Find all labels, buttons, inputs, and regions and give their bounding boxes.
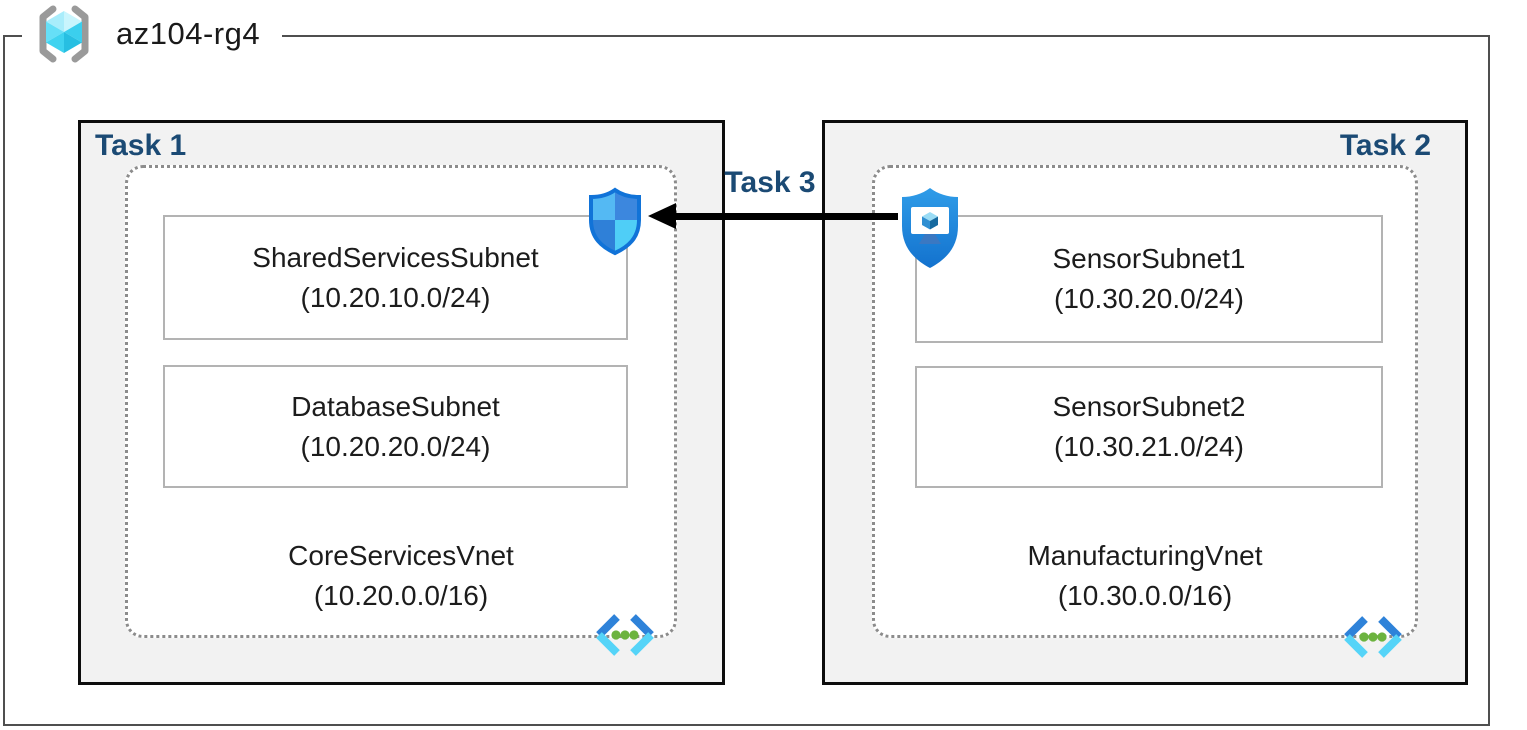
- resource-group-frame: [3, 35, 1490, 726]
- resource-group-icon: [39, 5, 89, 63]
- task3-label: Task 3: [724, 166, 816, 199]
- vnet-name: CoreServicesVnet: [288, 540, 514, 571]
- task1-label: Task 1: [95, 129, 187, 162]
- vnet-cidr: (10.30.0.0/16): [1057, 579, 1233, 611]
- database-subnet-box: DatabaseSubnet (10.20.20.0/24): [163, 365, 628, 488]
- sensor-subnet1-box: SensorSubnet1 (10.30.20.0/24): [915, 215, 1383, 343]
- task3-arrowhead-icon: [648, 203, 676, 229]
- virtual-network-icon: [596, 614, 654, 656]
- subnet-name: SensorSubnet2: [1052, 391, 1246, 423]
- subnet-cidr: (10.20.10.0/24): [300, 281, 491, 313]
- vnet-name: ManufacturingVnet: [1027, 540, 1263, 571]
- resource-group-name: az104-rg4: [116, 16, 261, 51]
- virtual-network-icon: [1344, 616, 1402, 658]
- subnet-cidr: (10.30.21.0/24): [1054, 431, 1244, 462]
- subnet-name: SharedServicesSubnet: [252, 241, 539, 273]
- defender-shield-icon: [589, 187, 641, 256]
- subnet-cidr: (10.30.20.0/24): [1054, 283, 1244, 314]
- manufacturing-vnet-caption: ManufacturingVnet (10.30.0.0/16): [872, 536, 1418, 616]
- subnet-name: SensorSubnet1: [1052, 243, 1246, 275]
- shared-services-subnet-box: SharedServicesSubnet (10.20.10.0/24): [163, 215, 628, 340]
- subnet-cidr: (10.20.20.0/24): [300, 430, 491, 462]
- resource-group-header: az104-rg4: [22, 2, 283, 66]
- sensor-subnet2-box: SensorSubnet2 (10.30.21.0/24): [915, 366, 1383, 488]
- bastion-shield-icon: [902, 188, 958, 268]
- vnet-cidr: (10.20.0.0/16): [313, 579, 489, 611]
- subnet-name: DatabaseSubnet: [291, 390, 500, 422]
- task3-arrow-line: [674, 213, 898, 220]
- core-services-vnet-caption: CoreServicesVnet (10.20.0.0/16): [125, 536, 677, 616]
- task2-label: Task 2: [1339, 129, 1431, 162]
